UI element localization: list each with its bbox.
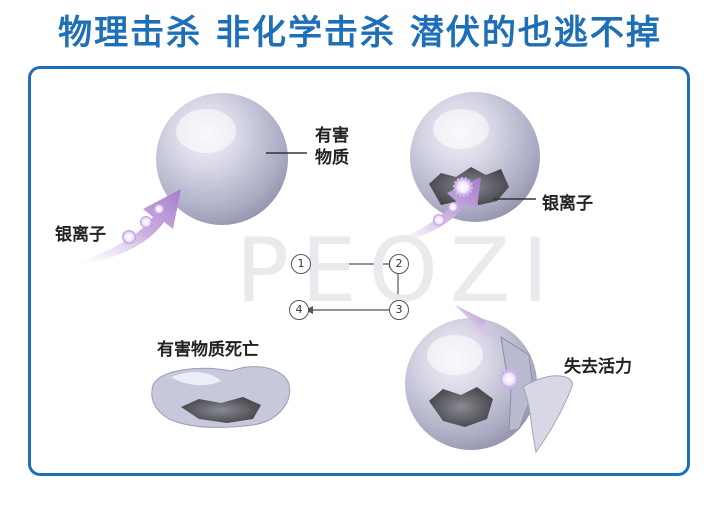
step-marker-4: 4 bbox=[289, 300, 309, 320]
dead-substance bbox=[151, 366, 291, 428]
label-lose-activity: 失去活力 bbox=[564, 357, 632, 377]
label-harmful-substance: 有害物质 bbox=[315, 126, 349, 168]
intact-sphere bbox=[156, 93, 288, 225]
step-marker-1: 1 bbox=[291, 254, 311, 274]
step-marker-3: 3 bbox=[389, 300, 409, 320]
silver-ion-arrow-right bbox=[379, 177, 481, 247]
label-silver-ion-right: 银离子 bbox=[542, 194, 593, 214]
diagram-panel: PEOZI 有害物质 银离子 银离子 有害物质死亡 失去活力 1 2 3 4 bbox=[28, 66, 690, 476]
headline-title: 物理击杀 非化学击杀 潜伏的也逃不掉 bbox=[58, 13, 662, 53]
label-silver-ion-left: 银离子 bbox=[55, 225, 106, 245]
step-marker-2: 2 bbox=[389, 254, 409, 274]
diagram-canvas bbox=[59, 92, 573, 454]
breaking-sphere bbox=[405, 305, 573, 454]
silver-ion-arrow-left bbox=[59, 189, 181, 267]
hit-sphere bbox=[410, 92, 540, 222]
label-substance-death: 有害物质死亡 bbox=[157, 340, 259, 360]
